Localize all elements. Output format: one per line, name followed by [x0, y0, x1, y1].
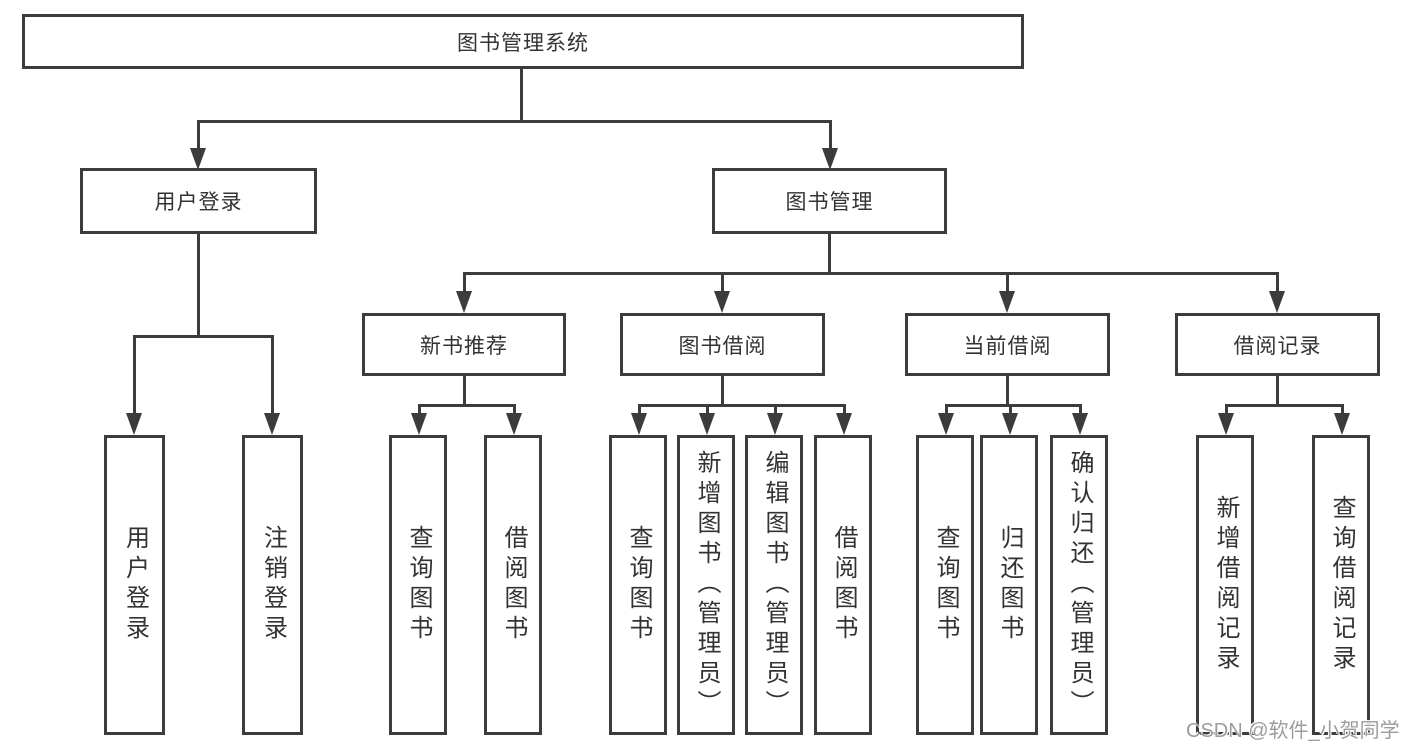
connector-level1-rail [197, 120, 831, 123]
node-borrow-records-label: 借阅记录 [1233, 334, 1322, 358]
connector-user-login-drop [197, 120, 200, 150]
connector-a2-drop [513, 404, 516, 415]
arrow-down-c2 [1002, 413, 1018, 435]
leaf-borrow-borrow-books-label: 借阅图书 [830, 525, 857, 645]
connector-new-book-drop [463, 272, 466, 294]
node-user-login-label: 用户登录 [154, 191, 243, 214]
connector-root-stem [520, 69, 523, 120]
arrow-down-a1 [411, 413, 427, 435]
arrow-down-user-login [190, 148, 206, 170]
arrow-down-borrow-records [1269, 291, 1285, 313]
leaf-borrow-add-books-admin-label: 新增图书（管理员） [693, 450, 720, 720]
arrow-down-book-borrow [714, 291, 730, 313]
node-borrow-records: 借阅记录 [1175, 313, 1380, 376]
connector-group-b-stem [721, 376, 724, 404]
leaf-current-return-books-label: 归还图书 [996, 525, 1023, 645]
watermark: CSDN @软件_小贺同学 [1186, 720, 1400, 742]
connector-group-c-stem [1006, 376, 1009, 404]
node-user-login: 用户登录 [80, 168, 317, 234]
connector-b3-drop [774, 404, 777, 415]
leaf-recommend-query-books: 查询图书 [389, 435, 447, 735]
leaf-current-query-books: 查询图书 [916, 435, 974, 735]
leaf-borrow-query-books-label: 查询图书 [625, 525, 652, 645]
connector-book-management-stem [828, 234, 831, 272]
leaf-borrow-borrow-books: 借阅图书 [814, 435, 872, 735]
node-book-management: 图书管理 [712, 168, 947, 234]
leaf-borrow-edit-books-admin: 编辑图书（管理员） [745, 435, 803, 735]
connector-a1-drop [418, 404, 421, 415]
leaf-current-confirm-return-admin: 确认归还（管理员） [1050, 435, 1108, 735]
connector-group-b-rail [638, 404, 846, 407]
arrow-down-b2 [699, 413, 715, 435]
arrow-down-new-book [456, 291, 472, 313]
node-new-book-recommend-label: 新书推荐 [420, 334, 508, 358]
arrow-down-a2 [506, 413, 522, 435]
arrow-down-d2 [1334, 413, 1350, 435]
connector-book-management-drop [829, 120, 832, 150]
leaf-records-add-borrow-record: 新增借阅记录 [1196, 435, 1254, 735]
connector-b1-drop [638, 404, 641, 415]
connector-group-d-stem [1276, 376, 1279, 404]
connector-current-borrow-drop [1006, 272, 1009, 294]
arrow-down-current-borrow [999, 291, 1015, 313]
arrow-down-b4 [836, 413, 852, 435]
node-new-book-recommend: 新书推荐 [362, 313, 566, 376]
leaf-logout-login: 注销登录 [242, 435, 303, 735]
arrow-down-leaf-login [126, 413, 142, 435]
connector-c1-drop [945, 404, 948, 415]
node-current-borrow: 当前借阅 [905, 313, 1110, 376]
arrow-down-b1 [631, 413, 647, 435]
node-book-borrow-label: 图书借阅 [678, 334, 767, 358]
leaf-user-login: 用户登录 [104, 435, 165, 735]
connector-d2-drop [1341, 404, 1344, 415]
arrow-down-d1 [1218, 413, 1234, 435]
connector-leaf-logout-drop [271, 335, 274, 415]
node-root: 图书管理系统 [22, 14, 1024, 69]
leaf-records-add-borrow-record-label: 新增借阅记录 [1212, 495, 1239, 675]
connector-group-a-stem [463, 376, 466, 404]
leaf-recommend-borrow-books: 借阅图书 [484, 435, 542, 735]
connector-c3-drop [1079, 404, 1082, 415]
arrow-down-b3 [767, 413, 783, 435]
arrow-down-c3 [1072, 413, 1088, 435]
node-book-borrow: 图书借阅 [620, 313, 825, 376]
connector-user-login-rail [133, 335, 273, 338]
connector-d1-drop [1225, 404, 1228, 415]
connector-user-login-stem [197, 234, 200, 335]
connector-b2-drop [706, 404, 709, 415]
leaf-borrow-query-books: 查询图书 [609, 435, 667, 735]
leaf-current-query-books-label: 查询图书 [932, 525, 959, 645]
leaf-borrow-add-books-admin: 新增图书（管理员） [677, 435, 735, 735]
connector-leaf-login-drop [133, 335, 136, 415]
leaf-logout-login-label: 注销登录 [259, 525, 287, 645]
arrow-down-book-management [822, 148, 838, 170]
node-current-borrow-label: 当前借阅 [963, 334, 1052, 358]
connector-level2-rail [463, 272, 1278, 275]
connector-borrow-records-drop [1276, 272, 1279, 294]
node-book-management-label: 图书管理 [785, 191, 874, 214]
leaf-records-query-borrow-record-label: 查询借阅记录 [1328, 495, 1355, 675]
leaf-user-login-label: 用户登录 [121, 525, 149, 645]
leaf-records-query-borrow-record: 查询借阅记录 [1312, 435, 1370, 735]
connector-group-a-rail [418, 404, 516, 407]
leaf-current-return-books: 归还图书 [980, 435, 1038, 735]
node-root-label: 图书管理系统 [457, 31, 589, 55]
connector-group-d-rail [1225, 404, 1343, 407]
connector-b4-drop [843, 404, 846, 415]
leaf-borrow-edit-books-admin-label: 编辑图书（管理员） [761, 450, 788, 720]
arrow-down-c1 [938, 413, 954, 435]
leaf-recommend-query-books-label: 查询图书 [405, 525, 432, 645]
connector-book-borrow-drop [721, 272, 724, 294]
leaf-recommend-borrow-books-label: 借阅图书 [500, 525, 527, 645]
leaf-current-confirm-return-admin-label: 确认归还（管理员） [1066, 450, 1093, 720]
connector-c2-drop [1009, 404, 1012, 415]
arrow-down-leaf-logout [264, 413, 280, 435]
connector-group-c-rail [945, 404, 1081, 407]
